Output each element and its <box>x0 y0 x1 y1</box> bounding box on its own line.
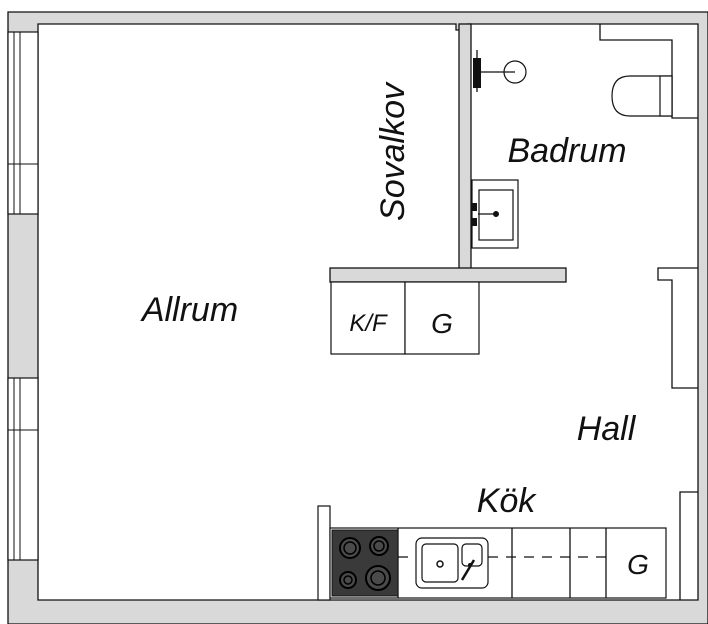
window-lower <box>7 377 39 561</box>
kitchen-sink-icon <box>415 537 489 589</box>
sink-icon <box>471 179 519 249</box>
window-upper <box>7 31 39 215</box>
room-label-allrum: Allrum <box>140 291 238 329</box>
closet-g <box>404 281 480 355</box>
shower-icon <box>473 50 527 92</box>
stove-icon <box>331 529 399 597</box>
bathroom-niche <box>599 24 698 119</box>
wall-bathroom-bottom <box>329 267 567 283</box>
room-label-badrum: Badrum <box>507 132 626 170</box>
wall-sovalkov-bathroom <box>458 23 472 271</box>
closet-kf-label: K/F <box>349 310 388 337</box>
kitchen-wall-end <box>317 505 331 601</box>
counter-g-label: G <box>627 549 649 580</box>
toilet-icon <box>611 75 673 117</box>
hall-wall-jog-lower <box>679 491 698 600</box>
closet-g-label: G <box>431 308 453 339</box>
room-label-kok: Kök <box>477 482 538 520</box>
room-label-hall: Hall <box>577 410 637 448</box>
closet-kf <box>330 281 406 355</box>
room-label-sovalkov: Sovalkov <box>374 81 412 221</box>
hall-wall-jog-upper <box>657 267 698 389</box>
